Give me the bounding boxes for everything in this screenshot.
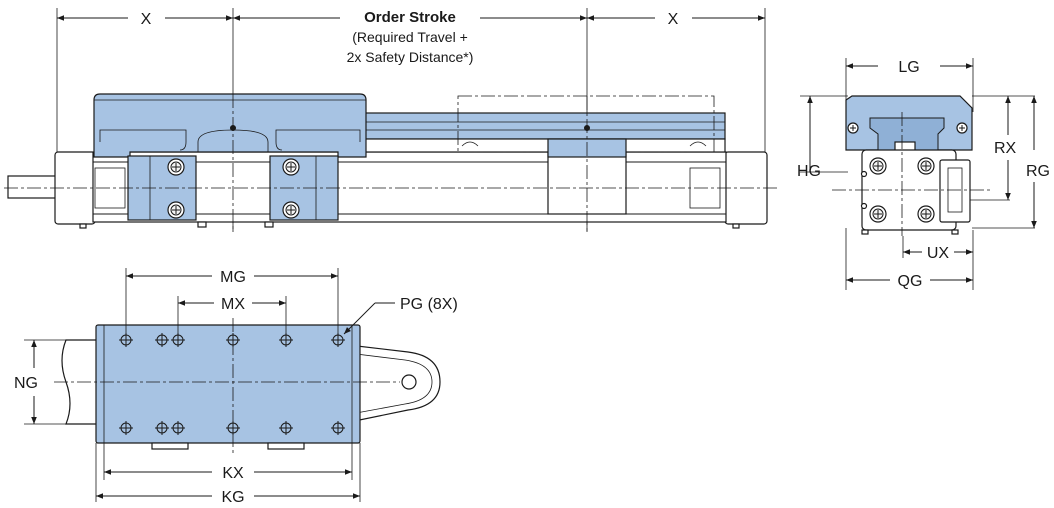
label-safety-distance: 2x Safety Distance*) [347,49,474,65]
label-required-travel: (Required Travel + [352,29,468,45]
front-view: X Order Stroke (Required Travel + 2x Saf… [4,8,780,232]
label-qg: QG [898,273,923,290]
label-x-right: X [668,11,679,28]
label-kg: KG [221,489,244,506]
label-lg: LG [898,59,919,76]
label-mg: MG [220,269,246,286]
label-ux: UX [927,245,950,262]
label-rg: RG [1026,163,1050,180]
drive-shaft [7,175,57,199]
label-kx: KX [222,465,244,482]
top-view [54,318,441,455]
top-view-dimensions: MG MX PG (8X) NG KX KG [14,268,458,506]
label-ng: NG [14,375,38,392]
rail-cover [359,112,726,140]
label-pg: PG (8X) [400,296,458,313]
end-view: LG HG RX RG UX [797,58,1050,290]
label-order-stroke: Order Stroke [364,9,456,26]
front-screws [167,158,300,219]
top-view-carriage [95,324,361,444]
label-x-left: X [141,11,152,28]
carriage [93,93,367,221]
label-rx: RX [994,140,1017,157]
label-mx: MX [221,296,245,313]
label-hg: HG [797,163,821,180]
